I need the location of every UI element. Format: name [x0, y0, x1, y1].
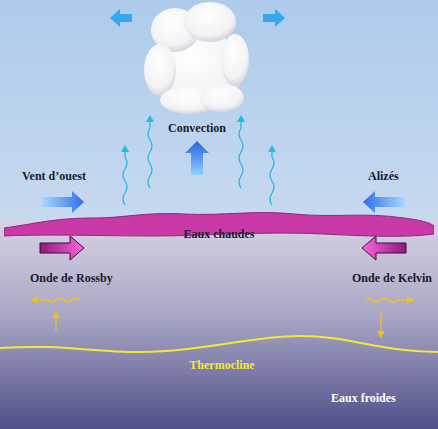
text-label: Onde de Kelvin: [352, 271, 432, 286]
text-label: Eaux froides: [331, 391, 396, 406]
text-label: Convection: [168, 121, 226, 136]
band-label: Eaux chaudes: [4, 227, 434, 242]
text-label: Onde de Rossby: [30, 271, 113, 286]
warm-water-band: Eaux chaudes: [4, 206, 434, 244]
text-label: Vent d’ouest: [22, 169, 86, 184]
text-label: Thermocline: [189, 358, 254, 373]
text-label: Alizés: [368, 169, 399, 184]
